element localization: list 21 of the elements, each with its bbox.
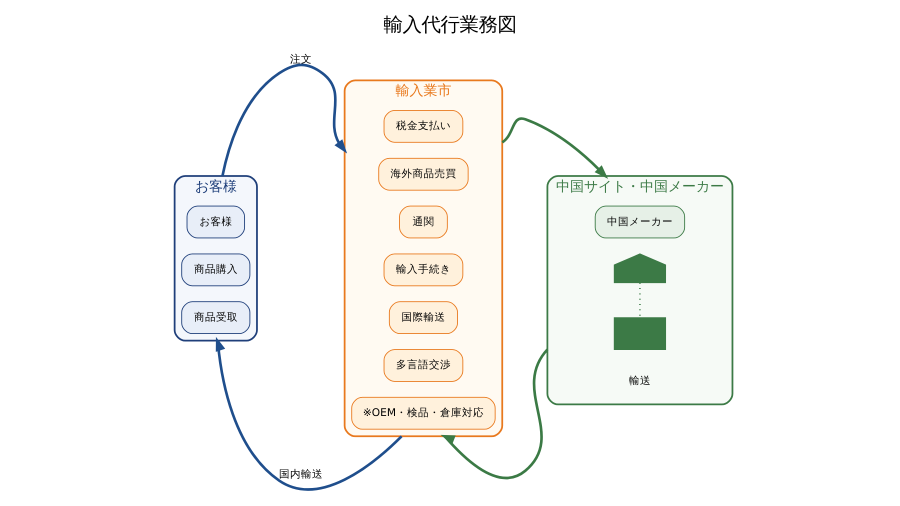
node-box: 商品購入 [181,253,250,286]
node-box: 通関 [399,206,448,238]
arrow [216,336,403,491]
node-box: 多言語交渉 [384,349,464,382]
node-label: 輸送 [628,374,651,388]
node-box: 税金支払い [384,110,464,143]
node-factory [614,253,666,284]
node-box: ※OEM・検品・倉庫対応 [351,396,496,430]
diagram-title: 輸入代行業務図 [384,12,516,36]
node-box: お客様 [186,206,246,238]
edge-label: 注文 [290,52,312,66]
edge-label: 国内輸送 [278,468,323,481]
node-box: 海外商品売買 [378,158,469,191]
node-truck [614,317,666,350]
node-box: 国際輸送 [388,301,458,334]
node-box: 商品受取 [181,301,250,334]
arrow [221,64,348,176]
node-box: 中国メーカー [594,206,686,238]
arrow [501,117,608,179]
node-box: 輸入手続き [384,253,464,286]
arrow [440,348,548,480]
